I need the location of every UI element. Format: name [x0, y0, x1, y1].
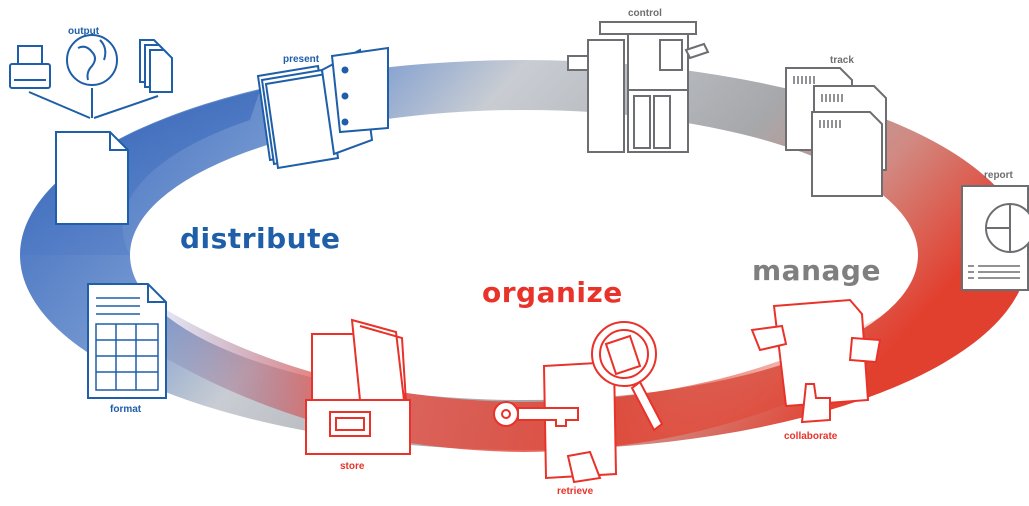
control-label: control: [628, 8, 662, 19]
globe-icon: [66, 34, 118, 86]
distribute-label: distribute: [180, 222, 341, 255]
binder-icon: [256, 46, 389, 170]
copier-icon: [567, 21, 710, 153]
key-icon: [493, 401, 579, 427]
document-icon: [55, 131, 129, 225]
collaborate-label: collaborate: [784, 431, 838, 442]
printer-icon: [9, 45, 51, 89]
present-label: present: [283, 54, 320, 65]
store-label: store: [340, 461, 365, 472]
spreadsheet-icon: [87, 283, 167, 399]
organize-label: organize: [482, 276, 623, 309]
magnifier-icon: [591, 321, 664, 432]
pie-chart-report-icon: [961, 185, 1029, 291]
track-label: track: [830, 55, 854, 66]
report-label: report: [984, 170, 1013, 181]
barcode-documents-icon: [785, 67, 887, 197]
document-stack-icon: [139, 39, 173, 93]
hands-document-icon: [750, 298, 882, 424]
format-label: format: [110, 404, 142, 415]
output-group: [9, 34, 173, 225]
retrieve-label: retrieve: [557, 486, 594, 497]
output-label: output: [68, 26, 100, 37]
manage-label: manage: [752, 254, 881, 287]
file-drawer-icon: [305, 318, 411, 455]
retrieve-group: [493, 321, 664, 484]
